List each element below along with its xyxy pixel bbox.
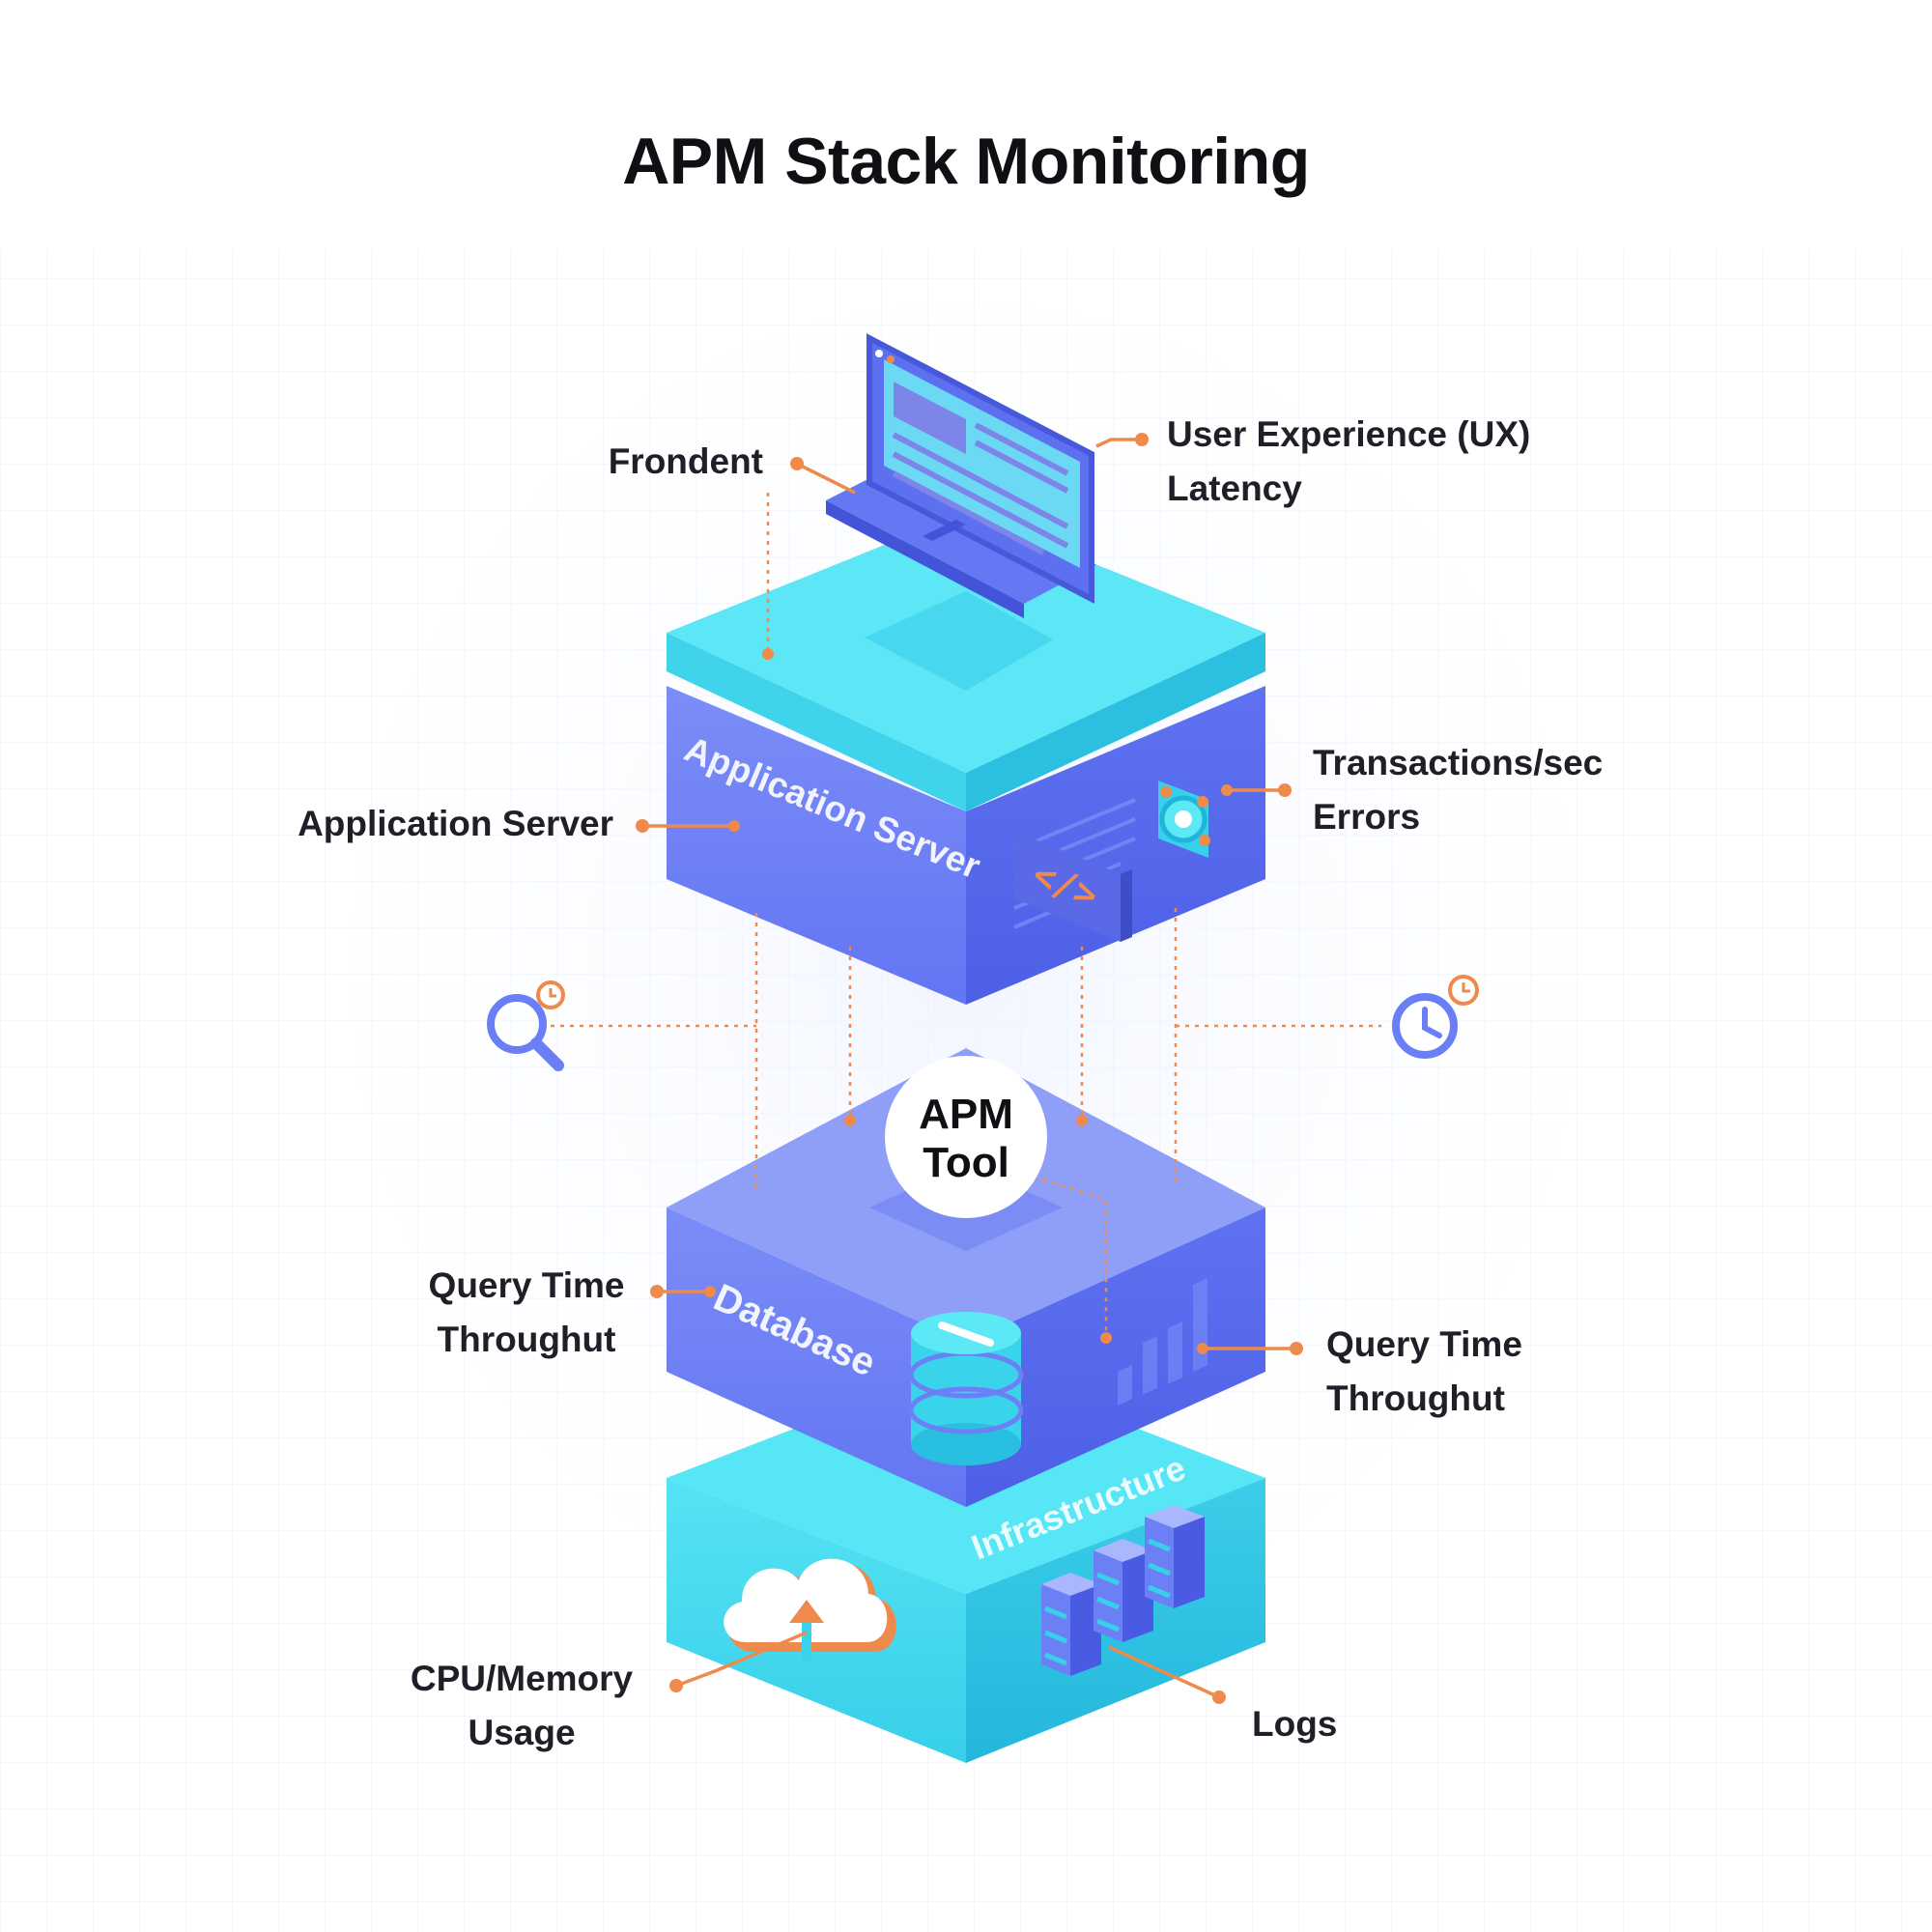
code-icon: </> xyxy=(1014,831,1132,942)
label-db-right-line1: Query Time xyxy=(1326,1324,1522,1364)
label-transactions-line1: Transactions/sec xyxy=(1313,743,1604,782)
frontend-plate-inset xyxy=(865,591,1053,691)
label-transactions-line2: Errors xyxy=(1313,797,1421,837)
label-application-server: Application Server xyxy=(298,797,613,851)
server-rack-icon xyxy=(1041,1505,1205,1676)
database-front xyxy=(667,1208,966,1507)
label-logs-text: Logs xyxy=(1252,1704,1338,1744)
connectors xyxy=(551,493,1381,1338)
label-logs: Logs xyxy=(1252,1697,1337,1751)
label-db-right: Query Time Throughut xyxy=(1326,1318,1522,1426)
frontend-plate-side xyxy=(966,633,1265,811)
label-ux-latency: User Experience (UX) Latency xyxy=(1167,408,1530,516)
label-frontend: Frondent xyxy=(609,435,763,489)
label-ux-line2: Latency xyxy=(1167,469,1302,508)
gear-icon xyxy=(1158,781,1210,858)
apm-tool-line1: APM xyxy=(919,1091,1013,1138)
label-app-server-text: Application Server xyxy=(298,804,613,843)
label-db-left-line2: Throughut xyxy=(437,1320,616,1359)
label-db-left: Query Time Throughut xyxy=(406,1259,647,1367)
label-frontend-text: Frondent xyxy=(608,441,763,481)
clock-icon xyxy=(1392,975,1479,1059)
apm-tool-line2: Tool xyxy=(923,1139,1009,1186)
database-icon xyxy=(908,1312,1024,1465)
bar-chart-icon xyxy=(1118,1278,1208,1406)
cloud-upload-icon xyxy=(724,1558,896,1662)
label-ux-line1: User Experience (UX) xyxy=(1167,414,1531,454)
database-side xyxy=(966,1208,1265,1507)
laptop-icon xyxy=(826,333,1096,618)
application-server-front xyxy=(667,686,966,1005)
label-cpu-memory: CPU/Memory Usage xyxy=(391,1652,652,1760)
connector-dots xyxy=(636,433,1303,1704)
connector-solid-lines xyxy=(642,438,1296,1699)
label-db-right-line2: Throughut xyxy=(1326,1378,1505,1418)
label-db-left-line1: Query Time xyxy=(428,1265,625,1305)
frontend-plate-front xyxy=(667,633,966,811)
label-cpu-line1: CPU/Memory xyxy=(410,1659,634,1698)
apm-tool-hub: APM Tool xyxy=(885,1056,1047,1218)
label-cpu-line2: Usage xyxy=(468,1713,576,1752)
search-clock-icon xyxy=(487,980,565,1071)
frontend-layer xyxy=(667,512,1265,811)
label-transactions-errors: Transactions/sec Errors xyxy=(1313,736,1603,844)
page-title: APM Stack Monitoring xyxy=(622,125,1310,198)
